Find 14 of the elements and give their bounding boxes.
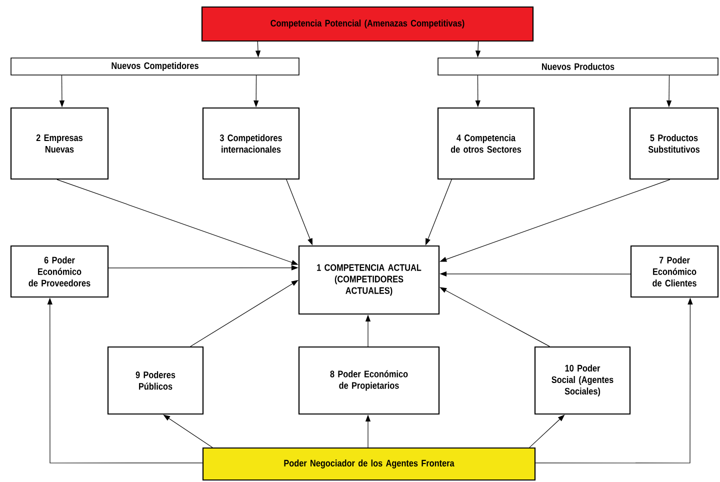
factor-box: 5 Productos Substitutivos [629, 107, 719, 180]
factor-box: 4 Competencia de otros Sectores [437, 107, 535, 180]
factor-box: 6 Poder Económico de Proveedores [10, 245, 109, 298]
category-bar: Nuevos Productos [438, 58, 718, 76]
factor-box: 8 Poder Económico de Propietarios [298, 346, 440, 415]
factor-box: 2 Empresas Nuevas [10, 107, 109, 180]
factor-box: 3 Competidores internacionales [202, 107, 300, 180]
factor-box: 9 Poderes Públicos [107, 346, 204, 415]
central-box: 1 COMPETENCIA ACTUAL (COMPETIDORES ACTUALES) [298, 245, 440, 315]
factor-box: 10 Poder Social (Agentes Sociales) [534, 346, 631, 415]
negotiator-box: Poder Negociador de los Agentes Frontera [202, 447, 536, 481]
category-bar: Nuevos Competidores [10, 58, 300, 76]
threat-box: Competencia Potencial (Amenazas Competitivas) [201, 6, 534, 42]
factor-box: 7 Poder Económico de Clientes [630, 245, 719, 298]
